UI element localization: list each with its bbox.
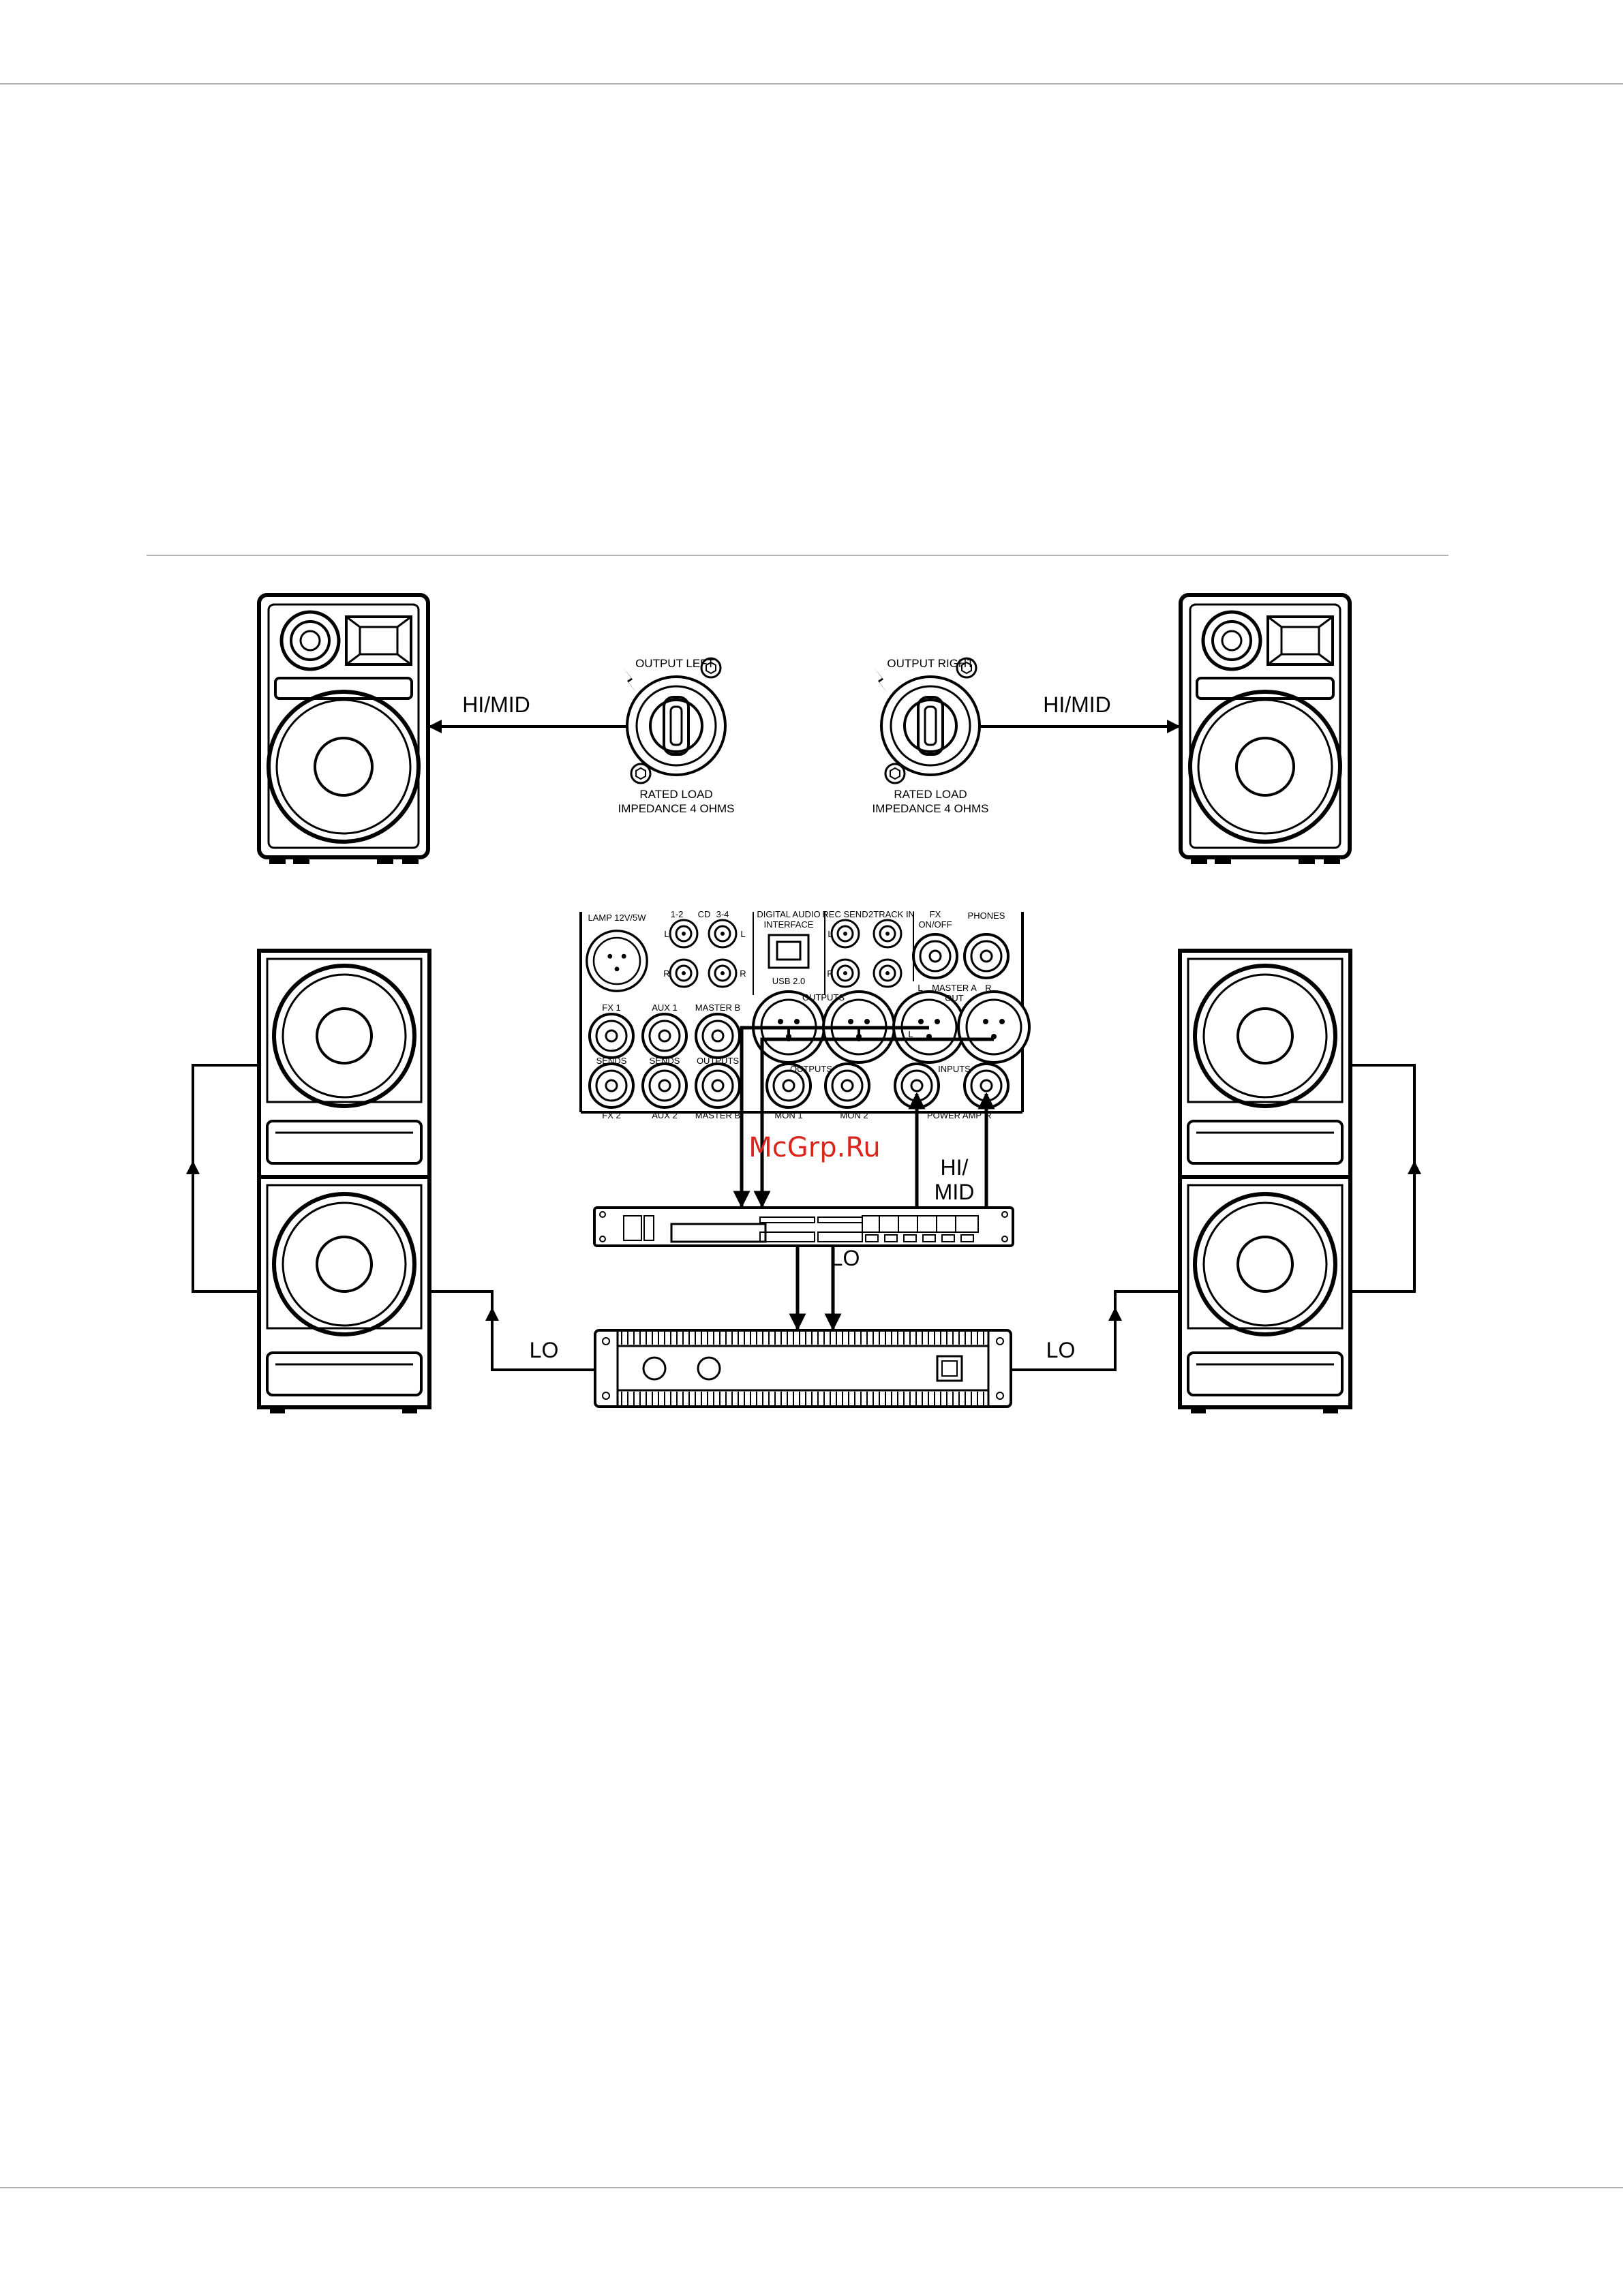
panel-r-left: R: [663, 968, 669, 979]
lo-label-center: LO: [831, 1246, 860, 1270]
panel-usb: USB 2.0: [772, 976, 805, 986]
panel-aux2: AUX 2: [652, 1110, 678, 1120]
panel-master-b-top: MASTER B: [695, 1002, 740, 1013]
sub-stack-left: [257, 949, 431, 1413]
panel-aux1: AUX 1: [652, 1002, 678, 1013]
panel-pa-r: R: [985, 1110, 991, 1120]
output-left-load-1: RATED LOAD: [639, 788, 712, 801]
power-amplifier: [594, 1329, 1012, 1408]
panel-l-out: L: [908, 1029, 913, 1039]
panel-fx-1: FX: [930, 909, 941, 919]
himid-center-2: MID: [935, 1180, 975, 1204]
mixer-rear-panel: [579, 912, 1031, 1114]
speakon-output-left: [623, 657, 727, 784]
panel-mon1: MON 1: [774, 1110, 802, 1120]
panel-lamp: LAMP 12V/5W: [588, 913, 646, 923]
panel-l-rec: L: [828, 929, 832, 939]
output-right-load-2: IMPEDANCE 4 OHMS: [873, 802, 989, 815]
lo-label-right: LO: [1046, 1338, 1076, 1362]
watermark: McGrp.Ru: [748, 1132, 880, 1163]
panel-outputs-top: OUTPUTS: [802, 992, 845, 1002]
panel-r-mid: R: [740, 968, 746, 979]
panel-master-b-bottom: MASTER B: [695, 1110, 740, 1120]
mixer-to-crossover-wires: [733, 1026, 994, 1208]
panel-fx2: FX 2: [602, 1110, 620, 1120]
himid-center-1: HI/: [941, 1155, 969, 1180]
panel-fx1: FX 1: [602, 1002, 620, 1013]
panel-2track: 2TRACK IN: [868, 909, 915, 919]
output-left-load-2: IMPEDANCE 4 OHMS: [618, 802, 735, 815]
panel-master-r: R: [985, 983, 991, 993]
panel-master-out: OUT: [945, 993, 964, 1003]
panel-outputs-right: OUTPUTS: [697, 1056, 739, 1066]
panel-mon2: MON 2: [840, 1110, 868, 1120]
panel-master-a: MASTER A: [932, 983, 977, 993]
sub-stack-right: [1178, 949, 1352, 1413]
lo-wire-right: [1011, 1290, 1180, 1371]
lo-wire-left: [429, 1290, 595, 1371]
panel-phones: PHONES: [968, 910, 1005, 921]
panel-master-l: L: [917, 983, 922, 993]
output-right-title: OUTPUT RIGHT: [887, 657, 973, 670]
panel-sends-left: SENDS: [596, 1056, 627, 1066]
panel-fx-2: ON/OFF: [918, 919, 952, 930]
panel-r-rec: R: [827, 968, 833, 979]
crossover-unit: [593, 1206, 1014, 1247]
panel-rec-send: REC SEND: [822, 909, 868, 919]
panel-power-amp: POWER AMP: [927, 1110, 982, 1120]
himid-speaker-right: [1179, 593, 1352, 864]
panel-inputs: INPUTS: [938, 1064, 971, 1074]
output-left-title: OUTPUT LEFT: [635, 657, 714, 670]
power-amp-vents: /* placeholder for vents */: [621, 1332, 984, 1405]
panel-cd: CD: [698, 909, 711, 919]
himid-speaker-left: [257, 593, 430, 864]
himid-label-right: HI/MID: [1043, 692, 1111, 717]
lo-wire-left-link: [192, 1064, 259, 1293]
output-right-load-1: RATED LOAD: [894, 788, 967, 801]
panel-outputs-bottom: OUTPUTS: [790, 1064, 832, 1074]
himid-label-left: HI/MID: [462, 692, 530, 717]
panel-cd-34: 3-4: [716, 909, 729, 919]
panel-l-mid: L: [740, 929, 745, 939]
lo-label-left: LO: [530, 1338, 559, 1362]
panel-sends-mid: SENDS: [650, 1056, 680, 1066]
panel-l-left: L: [664, 929, 669, 939]
lo-wire-right-link: [1350, 1064, 1416, 1293]
panel-cd-12: 1-2: [671, 909, 684, 919]
speakon-output-right: [874, 657, 981, 784]
panel-digital-2: INTERFACE: [764, 919, 814, 930]
panel-digital-1: DIGITAL AUDIO: [757, 909, 820, 919]
